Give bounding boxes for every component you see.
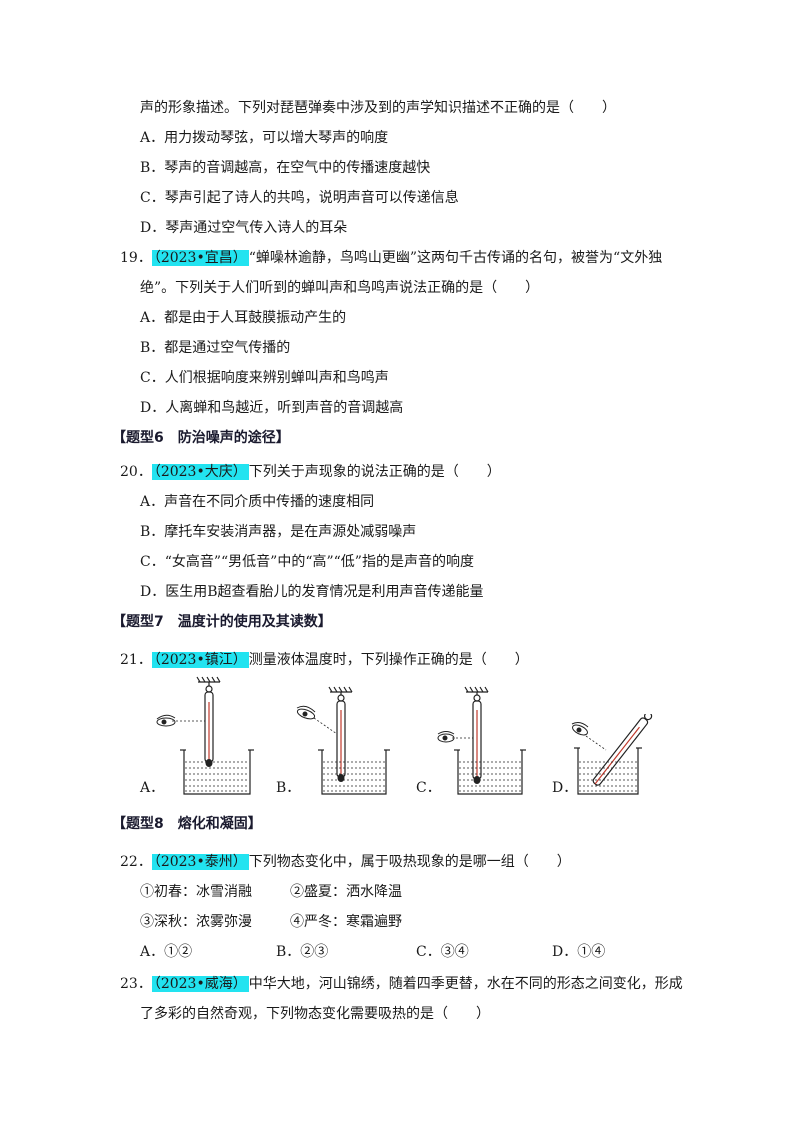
- q23-number: 23．: [120, 976, 152, 992]
- q21-text: 测量液体温度时，下列操作正确的是（ ）: [248, 652, 529, 668]
- q18-stem-continuation: 声的形象描述。下列对琵琶弹奏中涉及到的声学知识描述不正确的是（ ）: [140, 100, 616, 116]
- q21-figure-a-thermometer-diagram: [156, 676, 254, 795]
- q20-number: 20．: [120, 464, 152, 480]
- q22-source-tag: （2023•泰州）: [151, 854, 249, 870]
- q20-option-c: C．“女高音”“男低音”中的“高”“低”指的是声音的响度: [140, 554, 474, 570]
- q21-figure-c-thermometer-diagram: [437, 686, 526, 795]
- q18-option-b: B．琴声的音调越高，在空气中的传播速度越快: [140, 160, 431, 176]
- q21-figure-d-thermometer-diagram: [571, 714, 653, 795]
- q21-option-b-label: B．: [276, 780, 301, 796]
- q21-source-tag: （2023•镇江）: [151, 652, 249, 668]
- q22-item-2: ②盛夏：洒水降温: [290, 884, 402, 900]
- q18-option-d: D．琴声通过空气传入诗人的耳朵: [140, 220, 348, 236]
- q22-option-a: A．①②: [140, 944, 193, 960]
- q22-option-b: B．②③: [276, 944, 329, 960]
- q19-stem: 19．（2023•宜昌）“蝉噪林逾静，鸟鸣山更幽”这两句千古传诵的名句，被誉为“…: [120, 248, 662, 268]
- q20-text: 下列关于声现象的说法正确的是（ ）: [248, 464, 501, 480]
- q18-option-a: A．用力拨动琴弦，可以增大琴声的响度: [140, 130, 389, 146]
- q22-option-c: C．③④: [416, 944, 469, 960]
- q20-source-tag: （2023•大庆）: [151, 464, 249, 480]
- q19-option-a: A．都是由于人耳鼓膜振动产生的: [140, 310, 347, 326]
- q22-item-4: ④严冬：寒霜遍野: [290, 914, 402, 930]
- q19-option-d: D．人离蝉和鸟越近，听到声音的音调越高: [140, 400, 404, 416]
- q19-option-b: B．都是通过空气传播的: [140, 340, 291, 356]
- q23-text-line2: 了多彩的自然奇观，下列物态变化需要吸热的是（ ）: [140, 1006, 490, 1022]
- q22-stem: 22．（2023•泰州）下列物态变化中，属于吸热现象的是哪一组（ ）: [120, 852, 571, 872]
- q23-stem: 23．（2023•威海）中华大地，河山锦绣，随着四季更替，水在不同的形态之间变化…: [120, 974, 683, 994]
- section-heading-8: 【题型8 熔化和凝固】: [112, 816, 262, 832]
- q19-source-tag: （2023•宜昌）: [151, 250, 249, 266]
- q22-text: 下列物态变化中，属于吸热现象的是哪一组（ ）: [248, 854, 571, 870]
- q19-number: 19．: [120, 250, 152, 266]
- q18-option-c: C．琴声引起了诗人的共鸣，说明声音可以传递信息: [140, 190, 459, 206]
- q22-number: 22．: [120, 854, 152, 870]
- q23-text-line1: 中华大地，河山锦绣，随着四季更替，水在不同的形态之间变化，形成: [248, 976, 683, 992]
- q19-option-c: C．人们根据响度来辨别蝉叫声和鸟鸣声: [140, 370, 389, 386]
- q22-item-1: ①初春：冰雪消融: [140, 884, 252, 900]
- q20-option-b: B．摩托车安装消声器，是在声源处减弱噪声: [140, 524, 417, 540]
- q19-text-line2: 绝”。下列关于人们听到的蝉叫声和鸟鸣声说法正确的是（ ）: [140, 280, 540, 296]
- q20-stem: 20．（2023•大庆）下列关于声现象的说法正确的是（ ）: [120, 462, 501, 482]
- q22-option-d: D．①④: [552, 944, 606, 960]
- section-heading-7: 【题型7 温度计的使用及其读数】: [112, 614, 332, 630]
- q23-source-tag: （2023•威海）: [151, 976, 249, 992]
- q21-number: 21．: [120, 652, 152, 668]
- q20-option-d: D．医生用B超查看胎儿的发育情况是利用声音传递能量: [140, 584, 484, 600]
- q21-option-c-label: C．: [416, 780, 441, 796]
- q19-text-line1: “蝉噪林逾静，鸟鸣山更幽”这两句千古传诵的名句，被誉为“文外独: [248, 250, 663, 266]
- q21-option-a-label: A．: [140, 780, 165, 796]
- q22-item-3: ③深秋：浓雾弥漫: [140, 914, 252, 930]
- q21-stem: 21．（2023•镇江）测量液体温度时，下列操作正确的是（ ）: [120, 650, 529, 670]
- q21-figure-b-thermometer-diagram: [296, 686, 390, 795]
- q21-option-d-label: D．: [552, 780, 578, 796]
- q20-option-a: A．声音在不同介质中传播的速度相同: [140, 494, 375, 510]
- section-heading-6: 【题型6 防治噪声的途径】: [112, 430, 290, 446]
